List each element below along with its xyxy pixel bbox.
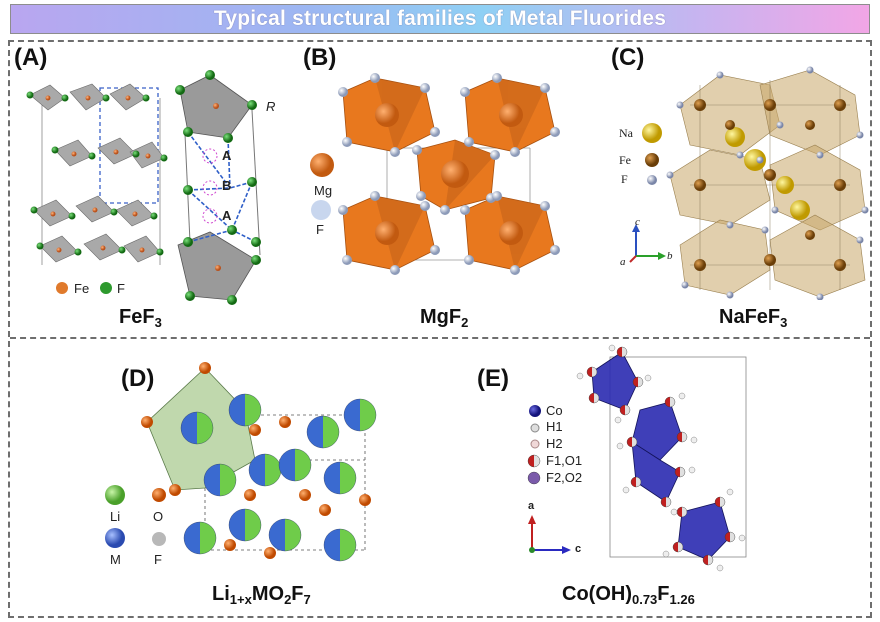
panel-a-label: (A) [14,44,48,71]
formula-li-mo2f7: Li1+xMO2F7 [212,583,311,607]
legend-fe-label: Fe [74,281,90,296]
legend-f-b-label: F [316,222,324,237]
axis-label-c: c [635,216,640,228]
row-divider [10,337,870,339]
axis-label-e-a: a [528,500,535,512]
site-label-a2: A [222,208,232,223]
axis-label-r: R [266,99,276,114]
panel-e-structure [576,344,747,572]
legend-fe-c-dot [645,153,659,167]
fef3-fe-atoms [45,95,151,253]
banner-title: Typical structural families of Metal Flu… [213,7,667,30]
title-banner: Typical structural families of Metal Flu… [10,4,870,34]
fef3-octahedra [29,83,165,263]
legend-f1o1-label: F1,O1 [546,453,583,468]
axes-c [629,224,666,263]
formula-co-oh-f: Co(OH)0.73F1.26 [562,583,695,607]
legend-li-dot [105,485,125,505]
legend-co-label: Co [546,403,563,418]
legend-h2-label: H2 [546,436,563,451]
legend-h2-dot [530,439,540,449]
panel-a-structure [26,70,261,305]
formula-fef3: FeF3 [119,306,162,330]
legend-f-c-label: F [621,172,628,186]
legend-li-label: Li [110,509,121,524]
legend-f2o2-label: F2,O2 [546,470,583,485]
panel-c-structure [666,66,869,300]
panel-b-structure [338,73,560,275]
legend-m-dot [105,528,125,548]
legend-co-dot [529,405,541,417]
site-label-b: B [222,178,232,193]
formula-mgf2: MgF2 [420,306,469,330]
legend-fe-c-label: Fe [619,153,631,167]
legend-f-b-dot [311,200,331,220]
site-label-a1: A [222,148,232,163]
fef3-f-atoms [26,91,168,256]
legend-f-label: F [117,281,125,296]
axis-label-e-c: c [575,543,582,555]
legend-f-c-dot [647,175,657,185]
outer-frame [8,40,872,618]
legend-o-dot [152,488,166,502]
axis-label-b: b [667,250,673,262]
legend-o-label: O [153,509,164,524]
axis-label-a: a [620,256,626,268]
panel-b-label: (B) [303,44,337,71]
panel-e-label: (E) [477,365,509,392]
panel-c-label: (C) [611,44,645,71]
legend-mg-label: Mg [314,183,333,198]
legend-f1o1-dot [527,454,541,468]
fef3-zoom-octahedra [175,70,261,305]
legend-fe-dot [56,282,68,294]
legend-f-d-label: F [154,552,162,567]
legend-m-label: M [110,552,121,567]
panel-d-label: (D) [121,365,155,392]
formula-nafef3: NaFeF3 [719,306,788,330]
legend-f-dot [100,282,112,294]
axes-e [528,515,571,554]
legend-h1-label: H1 [546,419,563,434]
panel-d-structure [141,362,377,562]
legend-mg-dot [310,153,334,177]
legend-na-label: Na [619,126,633,140]
legend-f-d-dot [152,532,166,546]
legend-h1-dot [530,423,540,433]
legend-f2o2-dot [527,471,541,485]
legend-na-dot [642,123,662,143]
